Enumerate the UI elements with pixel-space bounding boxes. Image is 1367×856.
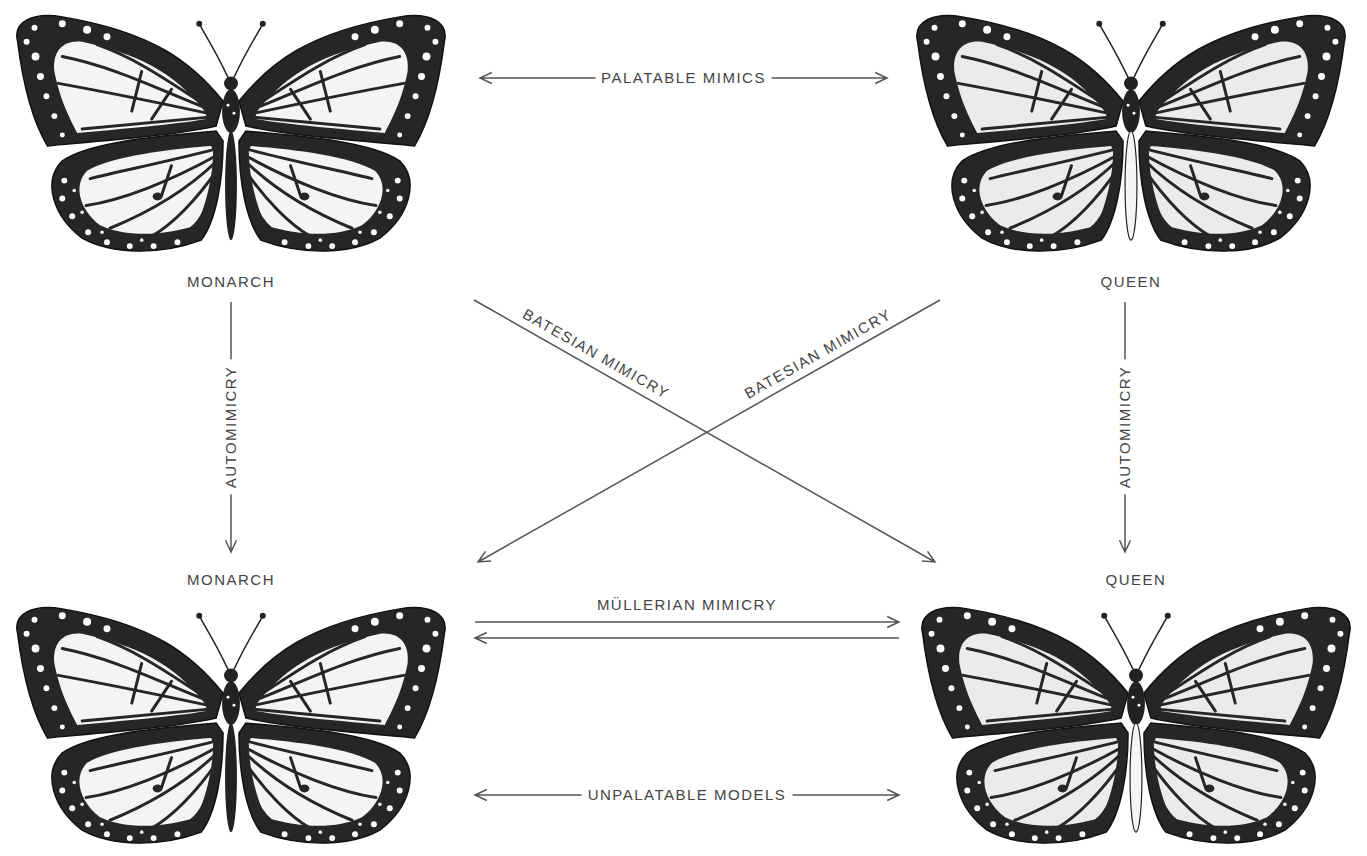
butterfly-node: MONARCH — [0, 0, 462, 292]
monarch-illustration — [17, 608, 445, 843]
queen-illustration — [917, 16, 1345, 251]
arrow-label: AUTOMIMICRY — [1116, 360, 1134, 495]
arrow-label: MÜLLERIAN MIMICRY — [591, 596, 783, 614]
species-label: QUEEN — [1106, 570, 1167, 590]
arrow-label: BATESIAN MIMICRY — [514, 302, 678, 406]
butterfly-node: MONARCH — [0, 570, 462, 856]
arrow-label: UNPALATABLE MODELS — [582, 786, 793, 804]
species-label: MONARCH — [187, 272, 275, 292]
species-label: MONARCH — [187, 570, 275, 590]
butterfly-node: QUEEN — [905, 570, 1367, 856]
arrow-label: PALATABLE MIMICS — [595, 69, 772, 87]
butterfly-node: QUEEN — [895, 0, 1367, 292]
mimicry-arrow — [475, 617, 899, 628]
mimicry-arrow — [474, 300, 935, 562]
arrow-label: AUTOMIMICRY — [222, 360, 240, 495]
arrow-label: BATESIAN MIMICRY — [736, 302, 900, 405]
mimicry-arrow — [475, 633, 899, 644]
queen-illustration — [922, 608, 1350, 843]
monarch-illustration — [17, 16, 445, 251]
mimicry-arrow — [478, 300, 940, 562]
species-label: QUEEN — [1101, 272, 1162, 292]
